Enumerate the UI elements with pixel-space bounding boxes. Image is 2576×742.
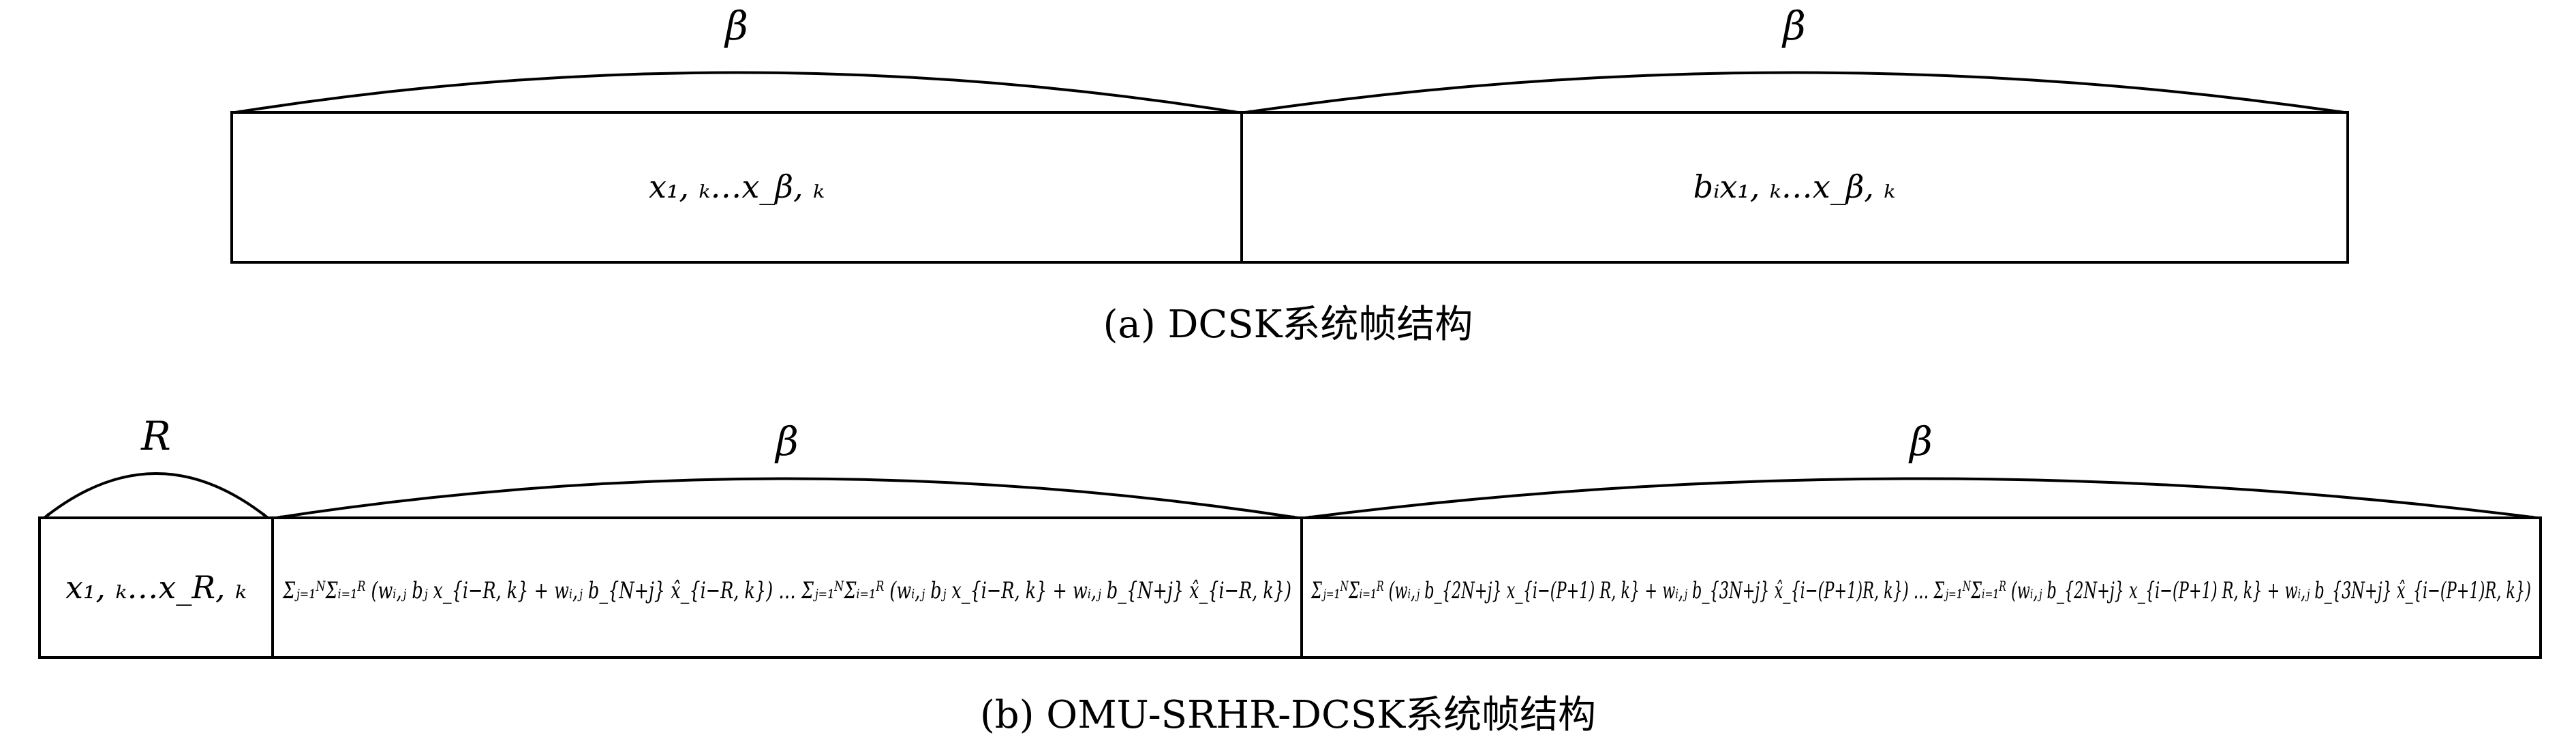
r-label: R [140,413,171,459]
omu-second-data-slot [1300,516,2542,659]
beta-label-right: β [1781,3,1806,49]
caption-b: (b) OMU-SRHR-DCSK系统帧结构 [980,693,1596,737]
caption-a: (a) DCSK系统帧结构 [1103,303,1473,347]
beta-span-arc-left [234,71,1239,114]
dcsk-reference-slot [230,111,1243,264]
beta-label-mid: β [774,418,799,465]
panel-b: R β β x₁, ₖ…x_R, ₖ Σⱼ₌₁ᴺΣᵢ₌₁ᴿ (wᵢ,ⱼ bⱼ x… [38,413,2542,737]
first-data-formula: Σⱼ₌₁ᴺΣᵢ₌₁ᴿ (wᵢ,ⱼ bⱼ x_{i−R, k} + wᵢ,ⱼ b_… [281,577,1291,604]
second-data-formula: Σⱼ₌₁ᴺΣᵢ₌₁ᴿ (wᵢ,ⱼ b_{2N+j} x_{i−(P+1) R, … [1310,577,2531,604]
omu-reference-text: x₁, ₖ…x_R, ₖ [65,569,247,606]
beta-span-arc-mid [275,477,1299,519]
modulated-signal-text: bᵢx₁, ₖ…x_β, ₖ [1693,168,1896,205]
panel-a: β β x₁, ₖ…x_β, ₖ bᵢx₁, ₖ…x_β, ₖ (a) DCSK… [230,3,2349,347]
beta-span-arc-right [1244,71,2345,114]
r-span-arc [43,472,269,519]
reference-signal-text: x₁, ₖ…x_β, ₖ [649,168,825,205]
omu-first-data-slot [271,516,1303,659]
dcsk-data-slot [1240,111,2349,264]
beta-label-left: β [724,3,748,49]
beta-label-far: β [1908,418,1933,465]
beta-span-arc-far [1304,477,2538,519]
